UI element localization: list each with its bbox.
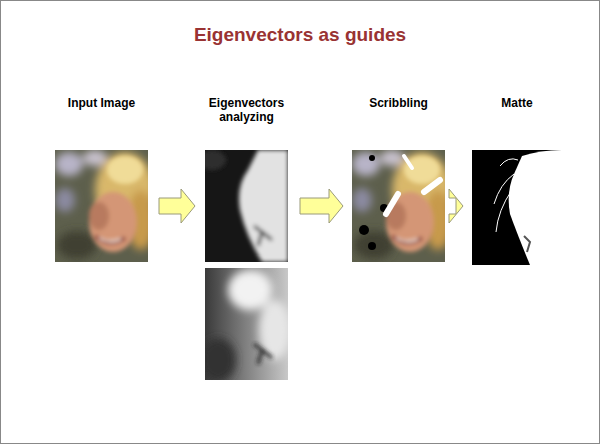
column-heading: Scribbling <box>349 96 448 110</box>
image-step: Eigenvectors analyzing <box>201 96 292 382</box>
eigenvector-image <box>205 150 288 262</box>
column-heading: Input Image <box>52 96 151 110</box>
image-step: Input Image <box>52 96 151 264</box>
column-heading: Eigenvectors analyzing <box>201 96 292 124</box>
matte-image <box>472 150 562 265</box>
input-photo <box>55 150 148 262</box>
scribbled-photo <box>352 150 445 262</box>
block-arrow <box>159 189 195 223</box>
image-step: Scribbling <box>349 96 448 264</box>
block-arrow <box>300 189 343 223</box>
column-heading: Matte <box>469 96 565 110</box>
slide-title: Eigenvectors as guides <box>0 24 600 46</box>
block-arrow <box>449 189 463 223</box>
image-step: Matte <box>469 96 565 267</box>
eigenvector-image <box>205 268 288 380</box>
